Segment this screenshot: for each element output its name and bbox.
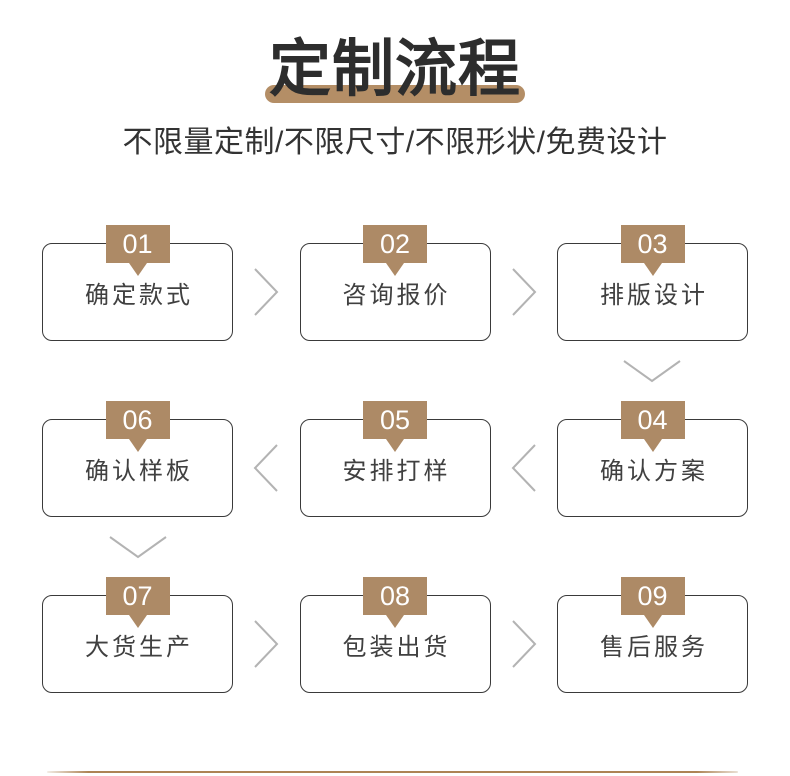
step-label: 确认方案 bbox=[600, 457, 708, 485]
step-label: 排版设计 bbox=[600, 281, 708, 309]
step-label: 包装出货 bbox=[342, 633, 451, 661]
step-card-02: 02 咨询报价 bbox=[299, 225, 491, 342]
flow-row-1: 01 确定款式 02 咨询报价 03 排版设计 bbox=[42, 225, 748, 342]
step-card-01: 01 确定款式 bbox=[42, 225, 233, 342]
step-number: 03 bbox=[637, 228, 668, 259]
flow-connector bbox=[491, 419, 558, 517]
step-number-badge: 08 bbox=[363, 577, 427, 616]
step-number-badge: 03 bbox=[620, 225, 685, 264]
step-number-badge: 04 bbox=[620, 401, 685, 440]
page-title-text: 定制流程 bbox=[268, 35, 521, 104]
chevron-left-icon bbox=[511, 444, 536, 492]
step-number-badge: 01 bbox=[105, 225, 170, 264]
flow-connector-down-left bbox=[42, 517, 748, 577]
step-card-08: 08 包装出货 bbox=[299, 577, 491, 694]
chevron-right-icon bbox=[254, 620, 279, 668]
flow-connector-down-right bbox=[42, 341, 748, 401]
step-number-badge: 07 bbox=[105, 577, 170, 616]
chevron-left-icon bbox=[253, 444, 278, 492]
step-number: 05 bbox=[379, 404, 411, 435]
flow-connector bbox=[233, 243, 300, 341]
title-underline-bar bbox=[264, 85, 525, 104]
next-section-top-border bbox=[47, 771, 738, 773]
chevron-right-icon bbox=[512, 620, 537, 668]
step-number: 06 bbox=[122, 404, 153, 435]
step-card-03: 03 排版设计 bbox=[557, 225, 748, 342]
step-number: 02 bbox=[379, 228, 411, 259]
step-label: 咨询报价 bbox=[342, 281, 451, 309]
flow-connector bbox=[491, 243, 558, 341]
step-number-badge: 02 bbox=[363, 225, 427, 264]
step-card-07: 07 大货生产 bbox=[42, 577, 233, 694]
step-number-badge: 09 bbox=[620, 577, 685, 616]
step-label: 安排打样 bbox=[342, 457, 451, 485]
flow-connector bbox=[233, 595, 300, 693]
process-flow-diagram: 01 确定款式 02 咨询报价 03 排版设计 06 bbox=[42, 225, 748, 694]
step-number-badge: 06 bbox=[105, 401, 170, 440]
step-card-06: 06 确认样板 bbox=[42, 401, 233, 518]
step-label: 确定款式 bbox=[85, 281, 193, 309]
step-number-badge: 05 bbox=[363, 401, 427, 440]
section-header: 定制流程 不限量定制/不限尺寸/不限形状/免费设计 bbox=[0, 0, 790, 161]
page-title: 定制流程 bbox=[264, 35, 525, 104]
step-number: 09 bbox=[637, 580, 668, 611]
chevron-down-icon bbox=[623, 360, 681, 383]
flow-connector bbox=[491, 595, 558, 693]
chevron-down-icon bbox=[109, 536, 167, 559]
flow-connector bbox=[233, 419, 300, 517]
step-card-09: 09 售后服务 bbox=[557, 577, 748, 694]
step-card-05: 05 安排打样 bbox=[299, 401, 491, 518]
flow-row-2: 06 确认样板 05 安排打样 04 确认方案 bbox=[42, 401, 748, 518]
step-label: 大货生产 bbox=[85, 633, 193, 661]
step-number: 08 bbox=[379, 580, 411, 611]
step-label: 售后服务 bbox=[600, 633, 708, 661]
page-subtitle: 不限量定制/不限尺寸/不限形状/免费设计 bbox=[122, 126, 668, 160]
step-label: 确认样板 bbox=[85, 457, 193, 485]
step-number: 07 bbox=[122, 580, 153, 611]
chevron-right-icon bbox=[512, 268, 537, 316]
step-number: 01 bbox=[122, 228, 153, 259]
step-card-04: 04 确认方案 bbox=[557, 401, 748, 518]
chevron-right-icon bbox=[254, 268, 279, 316]
flow-row-3: 07 大货生产 08 包装出货 09 售后服务 bbox=[42, 577, 748, 694]
step-number: 04 bbox=[637, 404, 668, 435]
